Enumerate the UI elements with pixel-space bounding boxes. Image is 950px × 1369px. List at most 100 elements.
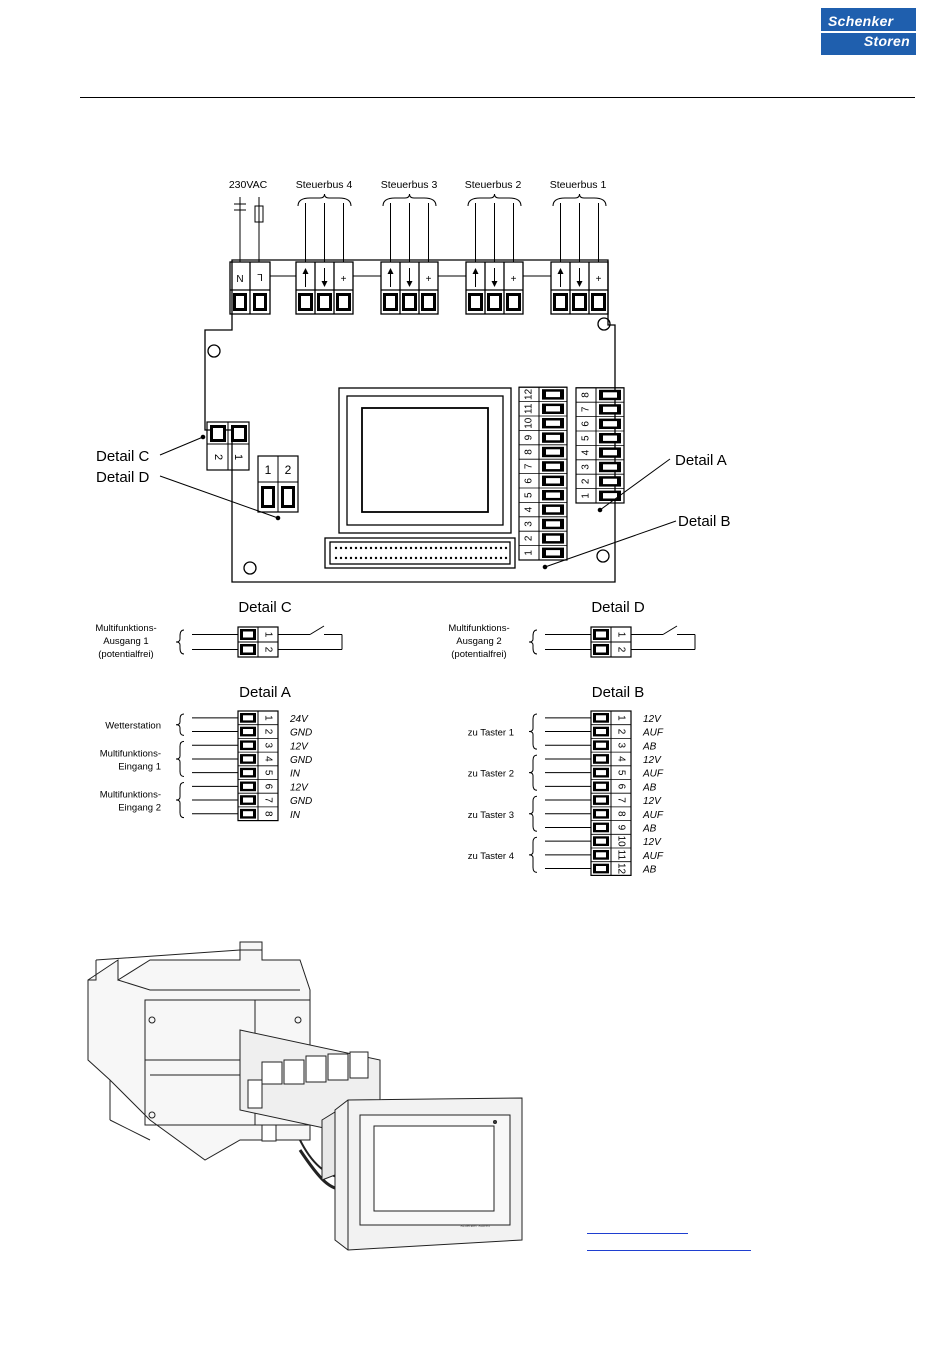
- device-illustration: Schenker Storen: [87, 941, 523, 1251]
- detail-desc-line: Multifunktions-: [448, 623, 509, 634]
- ribbon-pin: [459, 546, 463, 550]
- pin-plus: +: [341, 274, 347, 285]
- pin-label: 7: [615, 797, 626, 803]
- ribbon-pin: [369, 546, 373, 550]
- pin-label: 3: [615, 742, 626, 748]
- signal-label: AUF: [642, 728, 664, 739]
- pin-label: 5: [262, 770, 273, 776]
- group-label: Eingang 2: [118, 803, 161, 814]
- signal-label: IN: [290, 769, 301, 780]
- pin-n: N: [236, 274, 243, 285]
- strip-pin-label: 7: [524, 463, 535, 469]
- ribbon-pin: [374, 556, 378, 560]
- label-bus2: Steuerbus 2: [465, 179, 522, 191]
- pin-label: 3: [262, 742, 273, 748]
- pin-label: 5: [615, 770, 626, 776]
- ribbon-pin: [499, 546, 503, 550]
- ribbon-pin: [429, 556, 433, 560]
- strip-pin-label: 12: [524, 388, 535, 400]
- svg-text:2: 2: [615, 647, 626, 653]
- ribbon-pin: [434, 546, 438, 550]
- detail-desc-line: Multifunktions-: [95, 623, 156, 634]
- ribbon-pin: [399, 546, 403, 550]
- mount-hole: [597, 317, 611, 331]
- pin-label: 8: [262, 811, 273, 817]
- link-underline-1[interactable]: [587, 1233, 688, 1234]
- group-label: Eingang 1: [118, 761, 161, 772]
- ribbon-pin: [339, 546, 343, 550]
- signal-label: IN: [290, 810, 301, 821]
- ribbon-pin: [349, 556, 353, 560]
- signal-label: GND: [290, 728, 312, 739]
- pin-label: 12: [615, 863, 626, 875]
- signal-label: AUF: [642, 851, 664, 862]
- ribbon-pin: [439, 546, 443, 550]
- svg-text:1: 1: [232, 454, 244, 460]
- ribbon-pin: [344, 556, 348, 560]
- strip-pin-label: 8: [524, 449, 535, 455]
- ribbon-pin: [424, 546, 428, 550]
- pin-label: 4: [262, 756, 273, 762]
- detail-a-title: Detail A: [239, 684, 291, 701]
- ribbon-pin: [334, 556, 338, 560]
- signal-label: 12V: [643, 755, 662, 766]
- pin-label: 10: [615, 836, 626, 848]
- strip-pin-label: 7: [581, 406, 592, 412]
- pin-label: 1: [615, 715, 626, 721]
- signal-label: AB: [642, 782, 657, 793]
- ribbon-pin: [449, 556, 453, 560]
- ribbon-pin: [449, 546, 453, 550]
- ribbon-pin: [349, 546, 353, 550]
- logo-divider: [821, 31, 916, 33]
- ribbon-pin: [404, 546, 408, 550]
- logo-line2: Storen: [863, 33, 910, 49]
- ribbon-pin: [379, 556, 383, 560]
- pin-label: 2: [615, 729, 626, 735]
- strip-pin-label: 8: [581, 392, 592, 398]
- group-label: zu Taster 3: [468, 810, 514, 821]
- ribbon-pin: [499, 556, 503, 560]
- strip-pin-label: 6: [581, 421, 592, 427]
- ribbon-pin: [389, 546, 393, 550]
- terminal-bus-1: +: [550, 261, 609, 315]
- terminal-bus-4: +: [295, 261, 354, 315]
- mount-hole: [243, 561, 257, 575]
- group-label: Multifunktions-: [100, 748, 161, 759]
- pin-label: 11: [615, 850, 626, 861]
- svg-text:2: 2: [262, 647, 273, 653]
- ribbon-pin: [359, 556, 363, 560]
- detail-d-title: Detail D: [591, 599, 645, 616]
- terminal-bus-3: +: [380, 261, 439, 315]
- strip-pin-label: 2: [524, 535, 535, 541]
- pin-plus: +: [596, 274, 602, 285]
- detail-desc-line: (potentialfrei): [451, 649, 506, 660]
- ribbon-pin: [504, 556, 508, 560]
- label-230vac: 230VAC: [229, 179, 268, 191]
- signal-label: AUF: [642, 810, 664, 821]
- strip-pin-label: 11: [524, 403, 535, 414]
- board-outline: [204, 259, 616, 583]
- pin-label: 2: [262, 729, 273, 735]
- signal-label: 12V: [643, 714, 662, 725]
- callout-detail-b: Detail B: [678, 513, 731, 530]
- detail-desc-line: (potentialfrei): [98, 649, 153, 660]
- ribbon-pin: [339, 556, 343, 560]
- signal-label: 12V: [643, 837, 662, 848]
- ribbon-pin: [389, 556, 393, 560]
- group-label: zu Taster 1: [468, 728, 514, 739]
- ribbon-pin: [424, 556, 428, 560]
- header-rule: [80, 97, 915, 98]
- ribbon-pin: [379, 546, 383, 550]
- detail-desc-line: Ausgang 2: [456, 636, 501, 647]
- pin-l: L: [257, 271, 263, 282]
- signal-label: AB: [642, 865, 657, 876]
- link-underline-2[interactable]: [587, 1250, 751, 1251]
- callout-detail-a: Detail A: [675, 452, 727, 469]
- display-frame: [338, 387, 512, 534]
- ribbon-pin: [364, 556, 368, 560]
